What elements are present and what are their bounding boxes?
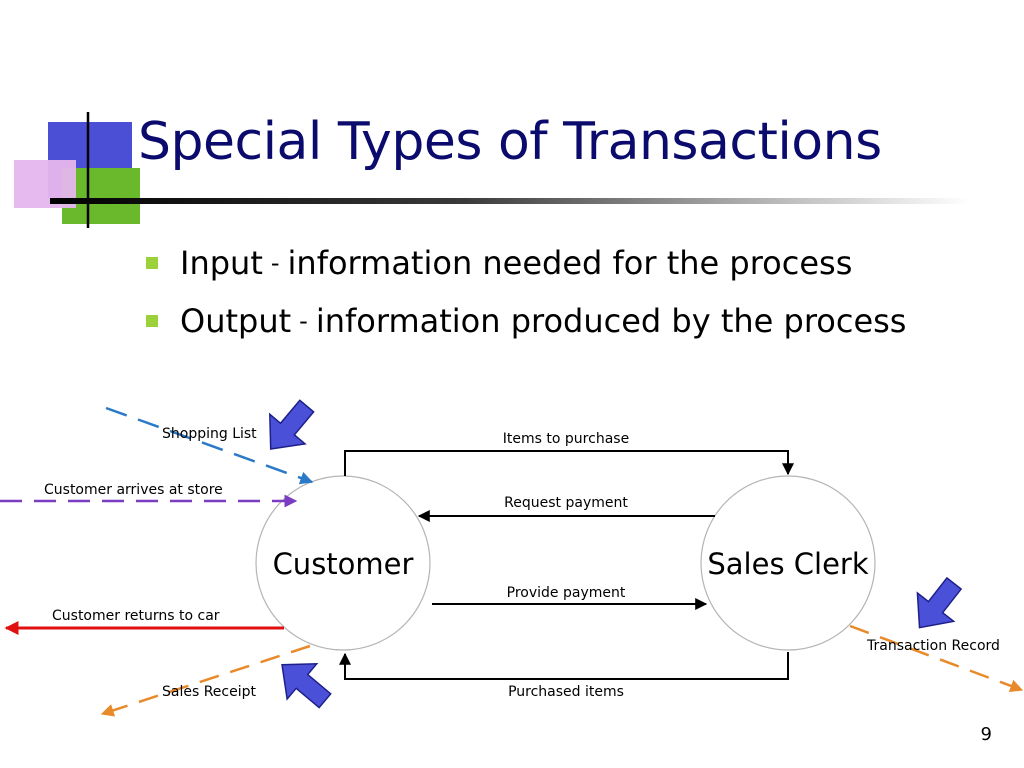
sales-clerk-node — [700, 475, 876, 651]
bullet-input: Input - information needed for the proce… — [146, 234, 906, 292]
bullet-square-icon — [146, 315, 158, 327]
customer-node — [255, 475, 431, 651]
bullet-square-icon — [146, 257, 158, 269]
customer-arrives-label: Customer arrives at store — [44, 482, 223, 498]
bullet-separator: - — [299, 307, 308, 335]
purchased-items-arrow — [339, 652, 789, 680]
transaction-record-label: Transaction Record — [866, 638, 1000, 654]
bullet-description: information produced by the process — [315, 302, 907, 340]
items-to-purchase-arrow — [344, 450, 794, 476]
items-to-purchase-label: Items to purchase — [503, 431, 629, 447]
customer-label: Customer — [273, 547, 414, 581]
customer-returns-label: Customer returns to car — [52, 608, 220, 624]
request-payment-label: Request payment — [504, 495, 628, 511]
bullet-list: Input - information needed for the proce… — [146, 234, 906, 350]
page-number: 9 — [980, 724, 992, 745]
slide-title: Special Types of Transactions — [138, 112, 882, 172]
shopping-list-flow — [105, 406, 314, 485]
decorative-logo — [14, 112, 140, 228]
transaction-record-callout-arrow-icon — [916, 576, 963, 629]
sales-receipt-label: Sales Receipt — [162, 684, 257, 700]
bullet-description: information needed for the process — [287, 244, 853, 282]
bullet-term: Output — [180, 302, 292, 340]
sales-receipt-callout-arrow-icon — [281, 663, 332, 709]
bullet-separator: - — [270, 249, 280, 277]
bullet-output: Output - information produced by the pro… — [146, 292, 906, 350]
purchased-items-label: Purchased items — [508, 684, 624, 700]
provide-payment-label: Provide payment — [507, 585, 626, 601]
title-underline — [50, 198, 970, 204]
shopping-list-callout-arrow-icon — [269, 399, 315, 450]
shopping-list-label: Shopping List — [162, 426, 257, 442]
transaction-record-flow — [849, 624, 1024, 693]
context-diagram: Customer Sales Clerk Items to purchase R… — [0, 399, 1024, 717]
sales-receipt-flow — [100, 644, 311, 717]
bullet-term: Input — [180, 244, 263, 282]
sales-clerk-label: Sales Clerk — [707, 547, 868, 581]
